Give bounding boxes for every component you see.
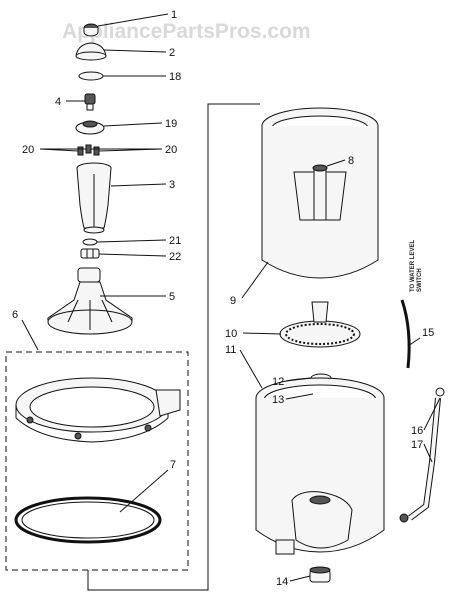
watermark: AppliancePartsPros.com [62,20,311,43]
kit-outline-box [5,351,189,571]
label-part-11: 11 [225,344,236,356]
water-level-switch-label: TO WATER LEVEL SWITCH [410,240,423,292]
label-part-17: 17 [411,439,423,451]
part-number-labels: 1 2 18 4 19 20 20 3 21 22 5 6 7 8 9 10 1… [12,9,434,588]
part-15-tube [400,299,411,369]
label-part-21: 21 [169,235,181,247]
label-part-16: 16 [411,425,423,437]
label-part-14: 14 [276,576,288,588]
label-part-3: 3 [169,179,175,191]
part-11-outer-tub [255,377,385,555]
label-part-20-left: 20 [22,144,34,156]
label-part-22: 22 [169,251,181,263]
label-part-6: 6 [12,309,18,321]
label-part-4: 4 [55,96,61,108]
part-20-dogs [77,144,100,156]
part-18-ring [78,71,104,81]
part-3-agitator-barrel [76,162,112,234]
part-22-nut [80,248,100,259]
part-14-fitting [309,566,331,583]
label-part-2: 2 [169,47,175,59]
part-1-cap [83,23,99,37]
label-part-10: 10 [225,328,237,340]
part-5-agitator-base [47,267,133,335]
label-part-15: 15 [422,327,434,339]
label-part-7: 7 [170,459,176,471]
label-part-8: 8 [348,155,354,167]
label-part-5: 5 [169,291,175,303]
connector-line [87,103,260,591]
part-4-fitting [84,93,96,111]
label-part-9: 9 [230,295,236,307]
svg-text:SWITCH: SWITCH [417,268,423,292]
part-7-gasket [14,496,162,544]
part-21-ring [82,238,98,246]
leader-lines [21,13,441,582]
label-part-12: 12 [272,376,284,388]
label-part-18: 18 [169,71,181,83]
part-19-cam [75,120,105,135]
label-part-19: 19 [165,118,177,130]
part-17-hose [399,387,445,523]
label-part-1: 1 [171,9,177,21]
part-2-cap-dome [75,42,107,61]
svg-text:TO WATER LEVEL: TO WATER LEVEL [410,240,416,292]
label-part-20-right: 20 [165,144,177,156]
part-9-spin-basket [261,107,379,279]
label-part-13: 13 [272,394,284,406]
part-10-hub [279,301,361,348]
part-6-balance-ring [15,377,181,443]
